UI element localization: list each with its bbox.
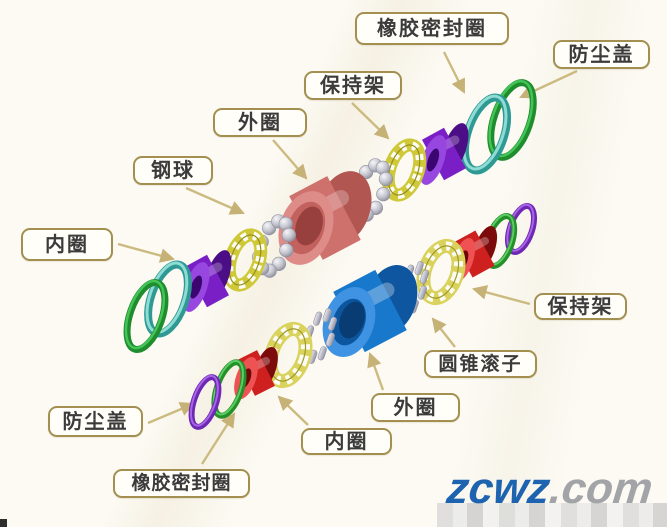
leader-arrow-seal-top (442, 51, 466, 94)
ball-cage-icon (381, 138, 427, 202)
label-rubber-seal-ring-top: 橡胶密封圈 (355, 12, 509, 45)
dust-cover-ring-icon (188, 374, 222, 430)
outer-ring-icon (278, 171, 372, 265)
leader-arrow-dust-bottom (147, 402, 195, 425)
inner-ring-icon (419, 123, 469, 185)
label-outer-ring-bottom: 外圈 (371, 393, 460, 422)
label-steel-ball: 钢球 (133, 156, 213, 185)
leader-arrow-cage-right (471, 285, 531, 306)
label-inner-ring-bottom: 内圈 (301, 428, 392, 455)
dust-cover-ring-icon (123, 278, 169, 354)
tapered-roller-bearing-assembly (188, 203, 538, 430)
watermark-brand-text: zcwz (444, 464, 553, 513)
label-dust-cover-bottom: 防尘盖 (48, 406, 143, 437)
roller-cage-icon (416, 238, 466, 306)
label-cage-top: 保持架 (304, 71, 402, 100)
watermark-suffix-text: .com (547, 464, 656, 513)
ball-bearing-assembly (123, 79, 537, 354)
leader-arrow-roller (431, 317, 456, 348)
leader-arrow-outer-top (272, 139, 308, 180)
leader-arrow-outer-bottom (367, 352, 385, 391)
leader-arrow-ball (185, 186, 245, 215)
outer-ring-icon (322, 265, 418, 357)
label-outer-ring-top: 外圈 (213, 108, 307, 137)
ball-cage-icon (222, 228, 268, 292)
dust-cover-ring-icon (504, 203, 538, 255)
label-cage-right: 保持架 (534, 293, 627, 320)
corner-artifact (0, 519, 7, 527)
label-dust-cover-top: 防尘盖 (553, 40, 650, 69)
leader-arrow-inner-bottom (277, 395, 309, 426)
watermark-stripe-band (437, 503, 667, 527)
rubber-seal-ring-icon (460, 93, 512, 175)
label-tapered-roller: 圆锥滚子 (424, 350, 537, 378)
label-inner-ring-left: 内圈 (21, 228, 113, 261)
watermark-logo: zcwz.com (444, 464, 655, 514)
leader-arrow-inner-left (117, 242, 176, 263)
leader-arrow-seal-bottom (200, 412, 236, 465)
leader-arrows (117, 51, 578, 465)
leader-arrow-cage-top (351, 102, 390, 140)
label-rubber-seal-ring-bottom: 橡胶密封圈 (113, 469, 250, 498)
dust-cover-ring-icon (487, 79, 537, 161)
